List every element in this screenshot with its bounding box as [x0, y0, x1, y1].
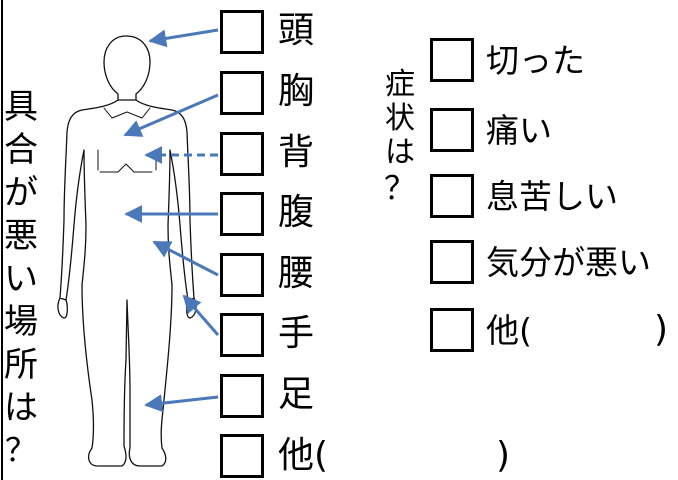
arrow-foot [144, 394, 219, 413]
checkbox-belly[interactable] [220, 192, 264, 236]
arrow-chest [123, 93, 219, 137]
checkbox-back[interactable] [220, 132, 264, 176]
left-title-char: い [4, 259, 38, 299]
left-title-char: 合 [4, 130, 38, 170]
label-belly: 腹 [278, 192, 315, 233]
checkbox-other-part[interactable] [220, 434, 264, 478]
checkbox-breathless[interactable] [430, 174, 474, 218]
label-chest: 胸 [278, 71, 315, 112]
label-pain: 痛い [486, 111, 552, 150]
label-foot: 足 [278, 374, 315, 415]
checkbox-cut[interactable] [430, 38, 474, 82]
pointer-arrows [123, 28, 220, 413]
other-symptom-close-paren: ) [654, 309, 669, 350]
label-other-symptom: 他( [486, 311, 532, 350]
left-title-char: が [4, 173, 38, 213]
label-back: 背 [278, 132, 315, 173]
symptom-title-char: 状 [385, 101, 415, 136]
left-title-char: 具 [4, 87, 38, 127]
label-head: 頭 [278, 10, 315, 51]
symptom-vertical-title: 症 状 は ？ [384, 70, 416, 208]
label-cut: 切った [486, 41, 585, 80]
symptom-title-char: 症 [385, 67, 415, 102]
checkbox-head[interactable] [220, 10, 264, 54]
label-nausea: 気分が悪い [486, 243, 651, 282]
label-other-part: 他( [278, 435, 329, 476]
other-part-close-paren: ) [496, 435, 511, 476]
left-title-char: ？ [4, 431, 37, 469]
checkbox-nausea[interactable] [430, 240, 474, 284]
left-vertical-title: 具 合 が 悪 い 場 所 は ？ [4, 90, 38, 475]
checkbox-pain[interactable] [430, 108, 474, 152]
checkbox-waist[interactable] [220, 253, 264, 297]
left-title-char: 所 [4, 345, 38, 385]
checkbox-foot[interactable] [220, 374, 264, 418]
legs-outline [81, 284, 173, 467]
checkbox-chest[interactable] [220, 71, 264, 115]
label-waist: 腰 [278, 253, 315, 294]
label-hand: 手 [278, 313, 315, 354]
arrow-waist [152, 240, 219, 277]
left-title-char: 場 [4, 302, 38, 342]
chest-detail [97, 107, 157, 173]
hand-left [57, 297, 68, 319]
symptom-title-char: は [385, 135, 415, 170]
symptom-title-char: ？ [384, 169, 417, 207]
checkbox-other-symptom[interactable] [430, 308, 474, 352]
torso-outline [59, 99, 195, 301]
head-outline [103, 35, 151, 101]
left-title-char: 悪 [4, 216, 38, 256]
checkbox-hand[interactable] [220, 313, 264, 357]
label-breathless: 息苦しい [486, 177, 618, 216]
arrow-head [148, 28, 219, 48]
arrow-hand [182, 294, 220, 336]
human-figure-outline [57, 35, 197, 467]
left-title-char: は [4, 388, 38, 428]
